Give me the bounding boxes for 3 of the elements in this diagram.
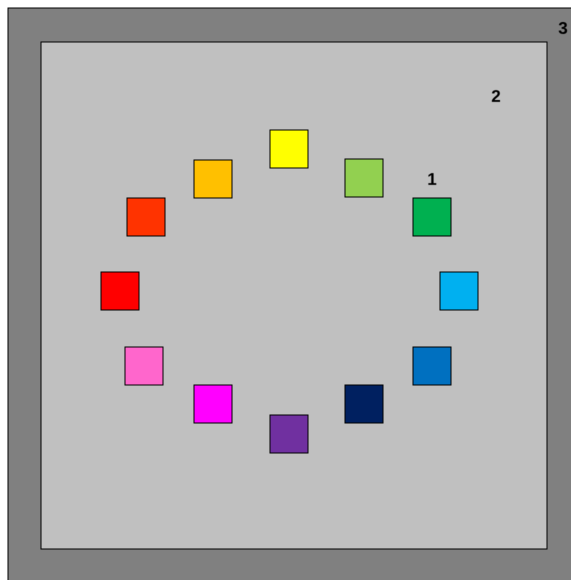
- callout-number: 3: [558, 22, 568, 34]
- callout-number: 2: [492, 90, 500, 102]
- callout-number: 1: [428, 173, 436, 185]
